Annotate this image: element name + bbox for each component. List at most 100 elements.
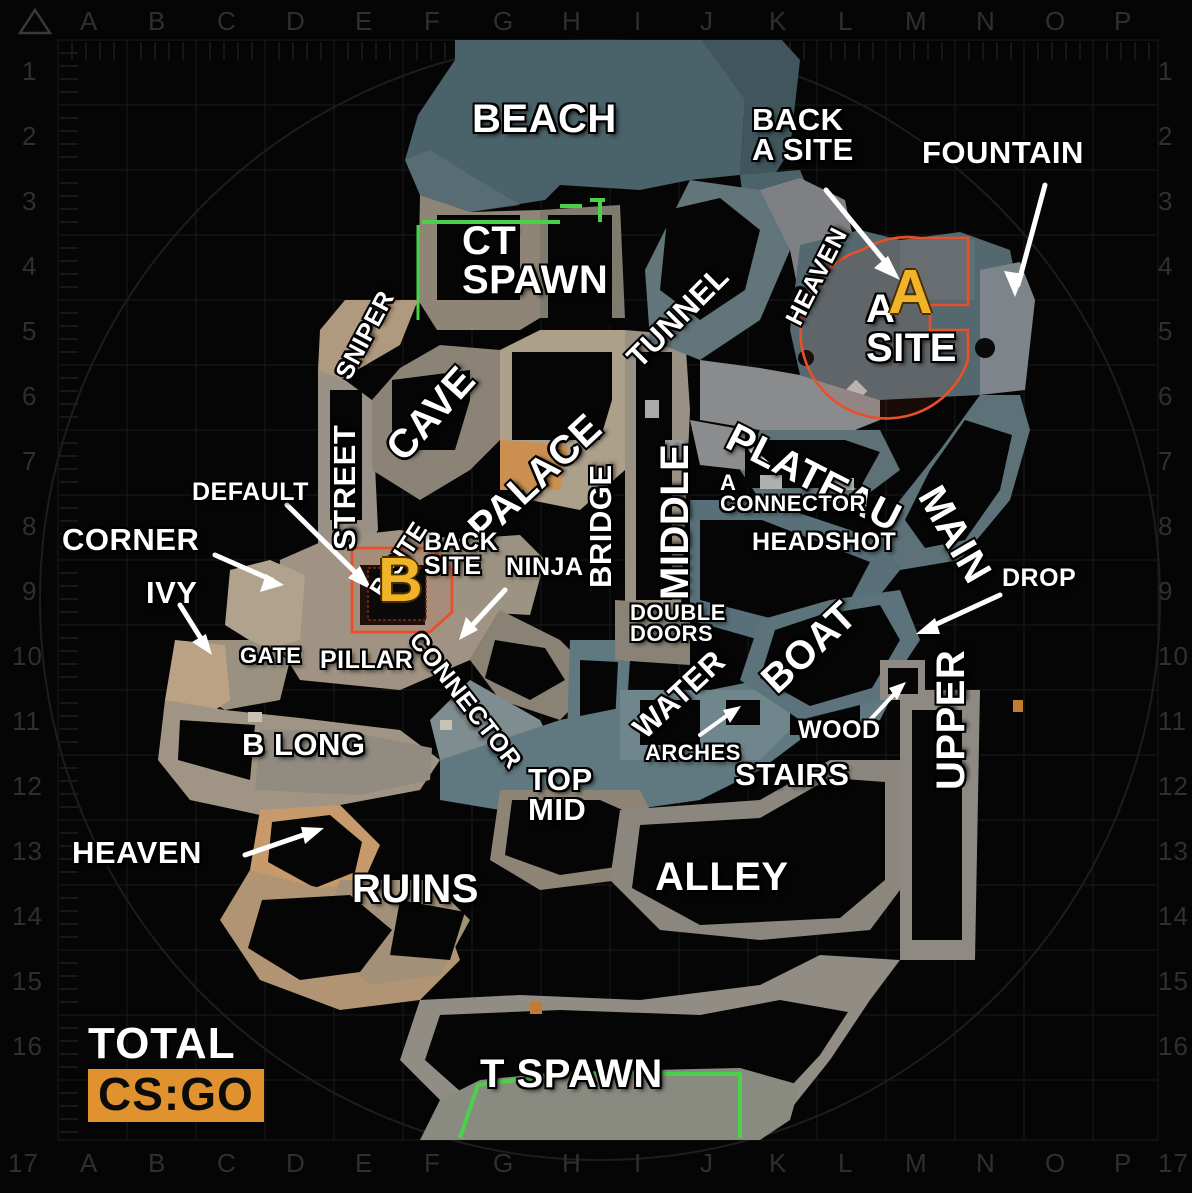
brand-total: TOTAL: [88, 1019, 236, 1068]
col-label-I: I: [634, 6, 643, 36]
col-label-bottom-E: E: [355, 1148, 374, 1178]
map-terrain: [158, 40, 1048, 1140]
callout-wood[interactable]: WOOD: [798, 716, 881, 744]
row-label-8: 8: [22, 511, 38, 541]
region-corner: [225, 560, 305, 650]
callout-street[interactable]: STREET: [327, 424, 362, 550]
callout-a-connector[interactable]: A CONNECTOR: [720, 470, 866, 517]
row-label-right-4: 4: [1158, 251, 1174, 281]
region-plateau: [700, 360, 880, 440]
col-label-bottom-N: N: [976, 1148, 996, 1178]
brand-logo[interactable]: TOTAL CS:GO: [88, 1022, 264, 1122]
col-label-bottom-B: B: [148, 1148, 167, 1178]
row-label-right-9: 9: [1158, 576, 1174, 606]
callout-ruins[interactable]: RUINS: [352, 867, 479, 911]
palace-orange-floor: [500, 440, 568, 490]
row-label-right-13: 13: [1158, 836, 1189, 866]
row-label-16: 16: [12, 1031, 43, 1061]
col-label-bottom-O: O: [1045, 1148, 1067, 1178]
callout-gate[interactable]: GATE: [240, 643, 302, 668]
row-label-1: 1: [22, 56, 38, 86]
callout-alley[interactable]: ALLEY: [655, 855, 789, 899]
callout-default[interactable]: DEFAULT: [192, 478, 309, 506]
callout-t-spawn[interactable]: T SPAWN: [480, 1052, 663, 1096]
col-label-bottom-K: K: [769, 1148, 788, 1178]
row-label-15: 15: [12, 966, 43, 996]
callout-headshot[interactable]: HEADSHOT: [752, 528, 897, 556]
row-label-5: 5: [22, 316, 38, 346]
row-label-7: 7: [22, 446, 38, 476]
callout-beach[interactable]: BEACH: [472, 97, 617, 141]
row-label-right-1: 1: [1158, 56, 1174, 86]
callout-corner[interactable]: CORNER: [62, 522, 200, 557]
region-a-site-upper: [900, 240, 975, 300]
row-label-4: 4: [22, 251, 38, 281]
col-label-H: H: [562, 6, 582, 36]
col-label-bottom-A: A: [80, 1148, 99, 1178]
ruler-ticks-left: [60, 52, 78, 1133]
callout-drop[interactable]: DROP: [1002, 564, 1077, 592]
brand-csgo: CS:GO: [88, 1069, 264, 1122]
row-label-right-3: 3: [1158, 186, 1174, 216]
callout-pillar[interactable]: PILLAR: [320, 646, 414, 674]
callout-b-long[interactable]: B LONG: [242, 727, 366, 762]
row-label-right-14: 14: [1158, 901, 1189, 931]
row-label-3: 3: [22, 186, 38, 216]
row-label-2: 2: [22, 121, 38, 151]
col-label-C: C: [217, 6, 237, 36]
callout-middle[interactable]: MIDDLE: [653, 443, 697, 600]
callout-upper[interactable]: UPPER: [929, 649, 973, 790]
col-label-E: E: [355, 6, 374, 36]
row-label-17-bottom-left: 17: [8, 1148, 39, 1178]
row-label-17-bottom-right: 17: [1158, 1148, 1189, 1178]
bomb-site-letter-a: A: [888, 258, 933, 327]
col-label-O: O: [1045, 6, 1067, 36]
callout-double-doors[interactable]: DOUBLE DOORS: [630, 600, 726, 647]
col-label-M: M: [905, 6, 928, 36]
col-label-G: G: [493, 6, 515, 36]
row-label-right-8: 8: [1158, 511, 1174, 541]
col-label-bottom-M: M: [905, 1148, 928, 1178]
region-double-doors: [615, 600, 690, 665]
grid-lines: [57, 39, 1159, 1141]
col-label-bottom-H: H: [562, 1148, 582, 1178]
region-beach: [405, 40, 745, 212]
callout-fountain[interactable]: FOUNTAIN: [922, 135, 1084, 170]
col-label-F: F: [424, 6, 441, 36]
callout-ninja[interactable]: NINJA: [506, 553, 584, 581]
col-label-N: N: [976, 6, 996, 36]
callout-back-site[interactable]: BACK SITE: [424, 528, 499, 581]
col-label-bottom-L: L: [838, 1148, 854, 1178]
callout-heaven-b[interactable]: HEAVEN: [72, 835, 202, 870]
callout-arches[interactable]: ARCHES: [645, 740, 741, 765]
col-label-bottom-I: I: [634, 1148, 643, 1178]
col-label-bottom-G: G: [493, 1148, 515, 1178]
row-label-13: 13: [12, 836, 43, 866]
row-label-right-11: 11: [1158, 706, 1187, 736]
col-label-bottom-F: F: [424, 1148, 441, 1178]
callout-back-a-site[interactable]: BACK A SITE: [752, 102, 854, 168]
callout-bridge[interactable]: BRIDGE: [583, 464, 618, 588]
callout-stairs[interactable]: STAIRS: [735, 757, 850, 792]
col-label-J: J: [700, 6, 714, 36]
row-label-right-10: 10: [1158, 641, 1189, 671]
callout-ivy[interactable]: IVY: [146, 575, 198, 610]
row-label-10: 10: [12, 641, 43, 671]
callout-top-mid[interactable]: TOP MID: [528, 762, 593, 828]
row-label-right-6: 6: [1158, 381, 1174, 411]
triangle-icon: [18, 7, 52, 35]
row-label-14: 14: [12, 901, 43, 931]
col-label-D: D: [286, 6, 306, 36]
t-spawn-boundary: [458, 1072, 742, 1139]
col-label-bottom-C: C: [217, 1148, 237, 1178]
callout-ct-spawn[interactable]: CT SPAWN: [462, 219, 609, 302]
col-label-bottom-J: J: [700, 1148, 714, 1178]
a-site-zone: [799, 235, 970, 420]
col-label-bottom-D: D: [286, 1148, 306, 1178]
callout-a-site[interactable]: A SITE: [866, 287, 957, 370]
row-label-right-7: 7: [1158, 446, 1174, 476]
row-label-right-12: 12: [1158, 771, 1189, 801]
bomb-site-letter-b: B: [378, 546, 423, 615]
